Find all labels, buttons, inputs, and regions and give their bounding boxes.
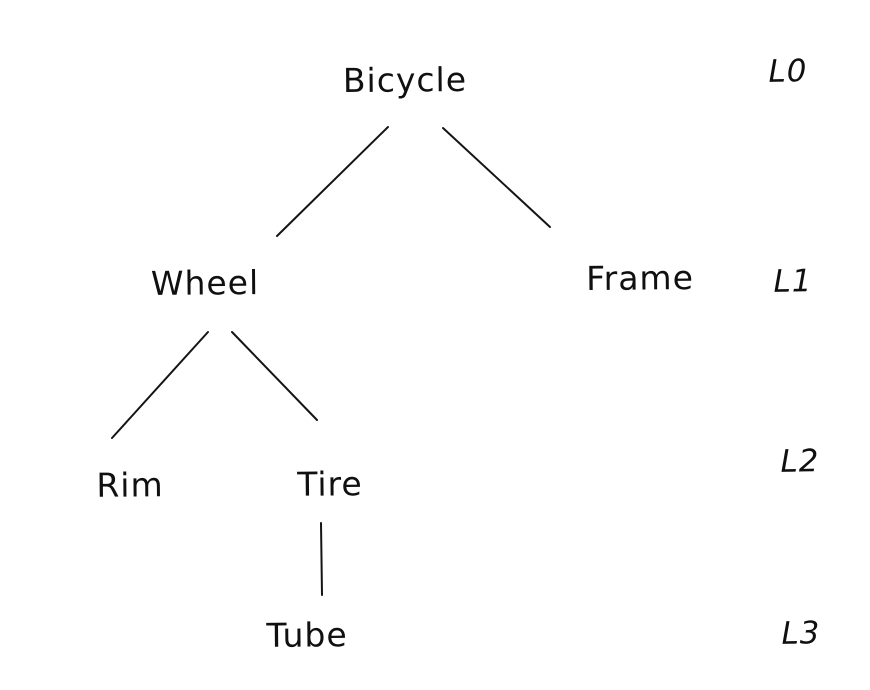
node-frame: Frame <box>585 258 695 298</box>
node-wheel: Wheel <box>150 263 260 303</box>
edge-tire-tube <box>320 522 323 596</box>
node-rim: Rim <box>96 465 164 505</box>
edge-wheel-tire <box>231 331 318 421</box>
edge-bicycle-frame <box>442 127 551 228</box>
edge-bicycle-wheel <box>276 126 389 237</box>
node-tube: Tube <box>266 615 348 655</box>
level-label-l3: L3 <box>781 615 821 652</box>
edge-wheel-rim <box>111 331 209 439</box>
node-bicycle: Bicycle <box>342 59 468 101</box>
node-tire: Tire <box>297 464 363 504</box>
level-label-l0: L0 <box>768 53 808 90</box>
level-label-l1: L1 <box>773 263 813 300</box>
level-label-l2: L2 <box>780 443 820 480</box>
